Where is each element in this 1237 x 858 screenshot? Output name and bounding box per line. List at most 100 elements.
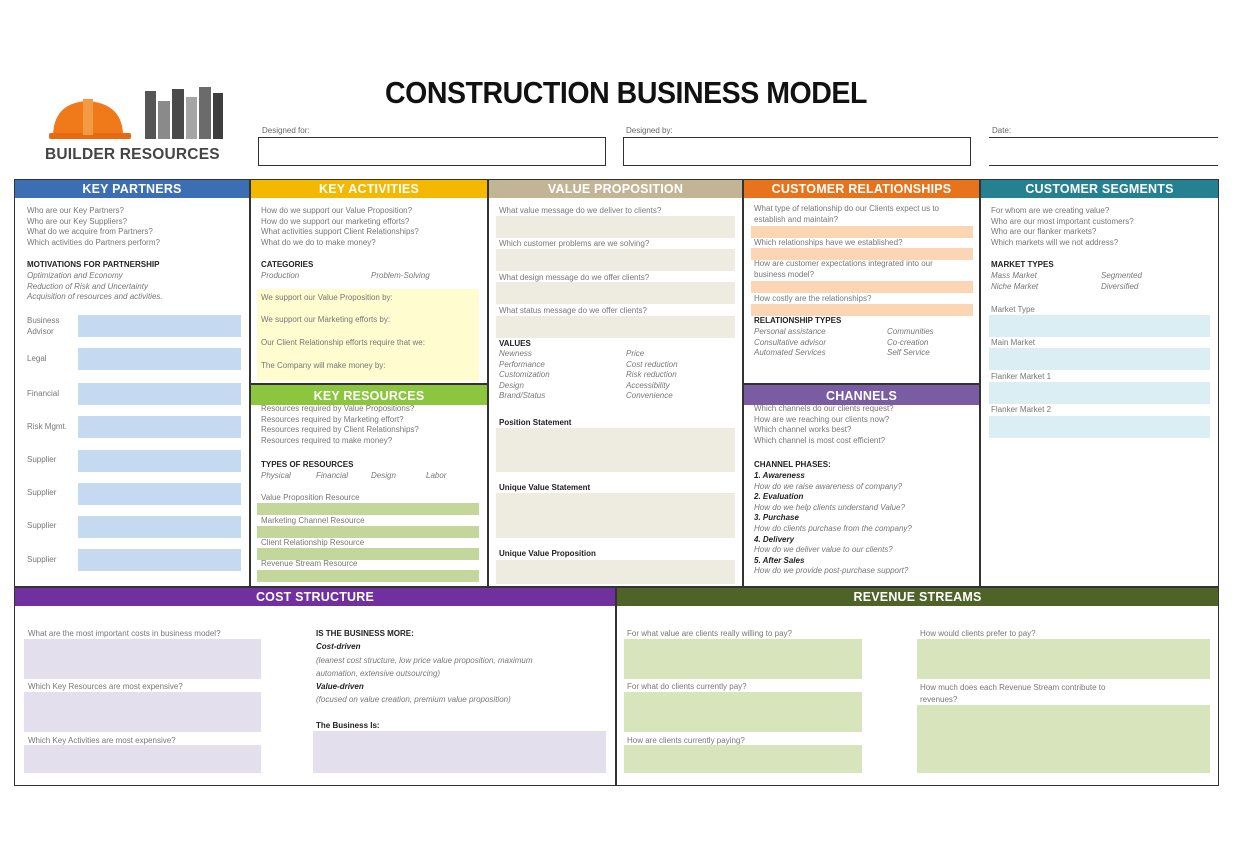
field-label: Supplier — [27, 521, 57, 530]
relationship-cost-field[interactable] — [751, 304, 973, 316]
field-label: We support our Marketing efforts by: — [261, 315, 391, 324]
design-message-field[interactable] — [496, 282, 735, 304]
page-title: CONSTRUCTION BUSINESS MODEL — [385, 75, 867, 110]
willing-to-pay-field[interactable] — [624, 639, 862, 679]
market-types-left: Mass Market Niche Market — [991, 271, 1038, 292]
resource-types-title: TYPES OF RESOURCES — [261, 460, 354, 469]
question: What status message do we offer clients? — [499, 306, 647, 315]
relationship-type-field[interactable] — [751, 226, 973, 238]
status-message-field[interactable] — [496, 316, 735, 338]
supplier-field[interactable] — [78, 516, 241, 538]
phase-question: How do clients purchase from the company… — [754, 523, 912, 533]
question: What do we acquire from Partners? — [27, 227, 153, 237]
unique-value-statement-field[interactable] — [496, 493, 735, 538]
designed-for-field[interactable] — [258, 137, 606, 166]
question: For what do clients currently pay? — [627, 682, 747, 691]
value-item: Design — [499, 380, 524, 390]
business-is-field[interactable] — [313, 731, 606, 773]
risk-mgmt-field[interactable] — [78, 416, 241, 438]
revenue-contribution-field[interactable] — [917, 705, 1210, 773]
phase-name: 4. Delivery — [754, 534, 795, 544]
value-message-field[interactable] — [496, 216, 735, 238]
currently-pay-field[interactable] — [624, 692, 862, 732]
question: Resources required by Value Propositions… — [261, 404, 415, 413]
market-type-field[interactable] — [989, 315, 1210, 337]
field-label: We support our Value Proposition by: — [261, 293, 393, 302]
value-proposition-header: VALUE PROPOSITION — [489, 180, 742, 198]
unique-value-statement-label: Unique Value Statement — [499, 483, 591, 492]
question: How are customer expectations integrated… — [754, 259, 933, 280]
prefer-to-pay-field[interactable] — [917, 639, 1210, 679]
important-costs-field[interactable] — [24, 639, 261, 679]
unique-value-proposition-field[interactable] — [496, 560, 735, 584]
relationship-types-right: Communities Co-creation Self Service — [887, 327, 934, 359]
question: Who are our most important customers? — [991, 216, 1134, 226]
relationships-established-field[interactable] — [751, 248, 973, 260]
business-more-title: IS THE BUSINESS MORE: — [316, 629, 414, 638]
make-money-field[interactable]: The Company will make money by: — [257, 357, 479, 381]
financial-field[interactable] — [78, 383, 241, 405]
phase-name: 2. Evaluation — [754, 492, 804, 502]
value-proposition-resource-field[interactable] — [257, 503, 479, 515]
flanker-market-1-field[interactable] — [989, 382, 1210, 404]
question: For what value are clients really willin… — [627, 629, 792, 638]
question: Which channel is most cost efficient? — [754, 435, 886, 445]
question: How much does each Revenue Stream contri… — [920, 682, 1105, 706]
revenue-stream-resource-field[interactable] — [257, 570, 479, 582]
value-proposition-block: VALUE PROPOSITION What value message do … — [488, 179, 743, 587]
marketing-channel-resource-field[interactable] — [257, 526, 479, 538]
logo-text: BUILDER RESOURCES — [45, 146, 220, 163]
relationship-types-title: RELATIONSHIP TYPES — [754, 316, 842, 325]
business-is-label: The Business Is: — [316, 721, 380, 730]
question: How would clients prefer to pay? — [920, 629, 1036, 638]
problems-field[interactable] — [496, 249, 735, 271]
motivation: Reduction of Risk and Uncertainty — [27, 281, 148, 291]
client-relationship-resource-field[interactable] — [257, 548, 479, 560]
channel-phases-list: 1. Awareness How do we raise awareness o… — [754, 471, 912, 577]
supplier-field[interactable] — [78, 450, 241, 472]
question: Which channels do our clients request? — [754, 404, 894, 413]
key-resources-block: KEY RESOURCES Resources required by Valu… — [250, 384, 488, 587]
value-item: Accessibility — [626, 380, 670, 390]
cost-structure-block: COST STRUCTURE What are the most importa… — [14, 587, 616, 786]
motivation: Optimization and Economy — [27, 271, 123, 280]
currently-paying-field[interactable] — [624, 745, 862, 773]
value-item: Risk reduction — [626, 370, 677, 380]
field-label: Legal — [27, 354, 47, 363]
field-label: Supplier — [27, 555, 57, 564]
expensive-resources-field[interactable] — [24, 692, 261, 732]
flanker-market-2-field[interactable] — [989, 416, 1210, 438]
legal-field[interactable] — [78, 348, 241, 370]
phase-question: How do we raise awareness of company? — [754, 481, 903, 491]
relationship-type: Co-creation — [887, 337, 929, 347]
field-label: The Company will make money by: — [261, 361, 386, 370]
question-line: business model? — [754, 269, 815, 279]
business-advisor-field[interactable] — [78, 315, 241, 337]
motivations-list: Optimization and Economy Reduction of Ri… — [27, 271, 163, 303]
market-types-right: Segmented Diversified — [1101, 271, 1142, 292]
question: How are we reaching our clients now? — [754, 414, 890, 424]
support-value-field[interactable]: We support our Value Proposition by: — [257, 289, 479, 313]
market-type: Mass Market — [991, 271, 1037, 280]
expensive-activities-field[interactable] — [24, 745, 261, 773]
value-item: Customization — [499, 370, 550, 380]
field-label: Supplier — [27, 455, 57, 464]
client-relationship-field[interactable]: Our Client Relationship efforts require … — [257, 334, 479, 358]
expectations-field[interactable] — [751, 281, 973, 293]
question: Which customer problems are we solving? — [499, 239, 650, 248]
category: Problem-Solving — [371, 271, 430, 280]
value-driven-description: (focused on value creation, premium valu… — [316, 695, 511, 704]
support-marketing-field[interactable]: We support our Marketing efforts by: — [257, 311, 479, 335]
question: What are the most important costs in bus… — [28, 629, 221, 638]
supplier-field[interactable] — [78, 483, 241, 505]
date-field[interactable] — [989, 137, 1218, 166]
designed-by-field[interactable] — [623, 137, 971, 166]
field-label: Business Advisor — [27, 316, 60, 336]
position-statement-field[interactable] — [496, 428, 735, 472]
supplier-field[interactable] — [78, 549, 241, 571]
main-market-field[interactable] — [989, 348, 1210, 370]
value-item: Brand/Status — [499, 391, 546, 401]
revenue-streams-header: REVENUE STREAMS — [617, 588, 1218, 606]
question: How do we support our Value Proposition? — [261, 206, 413, 215]
channels-questions: Which channels do our clients request? H… — [754, 404, 894, 446]
